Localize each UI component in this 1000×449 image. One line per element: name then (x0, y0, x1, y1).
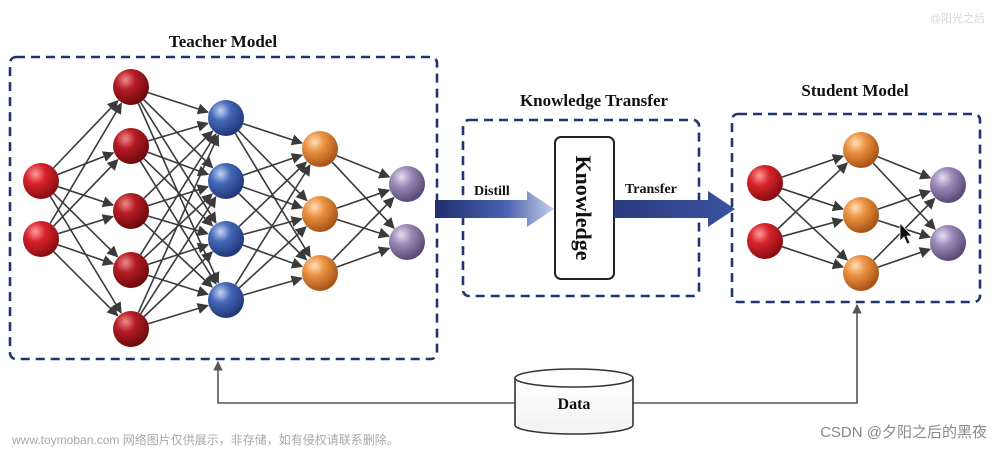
teacher-connection (332, 196, 395, 261)
student-neuron-layer3-1 (930, 167, 966, 203)
student-connection (777, 162, 849, 230)
distill-arrow (435, 191, 554, 227)
teacher-edges (49, 91, 395, 325)
teacher-neuron-layer4-2 (302, 196, 338, 232)
teacher-connection (243, 275, 303, 296)
teacher-neuron-layer5-1 (389, 166, 425, 202)
student-neuron-layer3-2 (930, 225, 966, 261)
teacher-connection (143, 130, 214, 199)
teacher-connection (242, 122, 304, 146)
teacher-connection (242, 186, 304, 210)
student-connection (782, 217, 844, 238)
teacher-connection (49, 102, 123, 224)
student-nodes (747, 132, 966, 291)
data-label: Data (558, 396, 591, 413)
teacher-connection (53, 251, 119, 317)
student-connection (781, 245, 845, 270)
student-connection (781, 154, 845, 178)
student-connection (781, 187, 845, 212)
teacher-nodes (23, 69, 425, 347)
data-to-student-line (633, 304, 862, 404)
teacher-neuron-layer2-1 (113, 69, 149, 105)
teacher-connection (234, 164, 311, 286)
teacher-neuron-layer5-2 (389, 224, 425, 260)
teacher-connection (147, 91, 210, 115)
teacher-neuron-layer2-2 (113, 128, 149, 164)
knowledge-label: Knowledge (571, 155, 596, 260)
teacher-connection (148, 120, 209, 142)
student-model-title: Student Model (801, 81, 908, 100)
knowledge-transfer-title: Knowledge Transfer (520, 91, 669, 110)
teacher-neuron-layer3-4 (208, 282, 244, 318)
teacher-connection (52, 158, 119, 227)
teacher-connection (336, 246, 391, 268)
teacher-connection (147, 303, 209, 325)
teacher-connection (242, 153, 304, 176)
student-neuron-layer2-2 (843, 197, 879, 233)
teacher-model-frame (8, 55, 439, 361)
student-connection (877, 155, 932, 180)
teacher-neuron-layer1-1 (23, 163, 59, 199)
teacher-neuron-layer2-5 (113, 311, 149, 347)
mouse-cursor-icon (899, 221, 913, 245)
teacher-connection (336, 154, 391, 179)
data-cylinder (514, 368, 634, 435)
teacher-neuron-layer3-2 (208, 163, 244, 199)
student-neuron-layer1-1 (747, 165, 783, 201)
distill-label: Distill (474, 184, 510, 199)
student-connection (877, 189, 932, 210)
teacher-connection (57, 214, 114, 235)
teacher-connection (137, 134, 220, 313)
teacher-connection (238, 161, 308, 228)
student-neuron-layer2-1 (843, 132, 879, 168)
teacher-connection (57, 185, 115, 208)
student-neuron-layer1-2 (747, 223, 783, 259)
data-to-teacher-line (213, 361, 515, 404)
teacher-connection (57, 244, 115, 266)
student-model-frame (730, 112, 982, 304)
teacher-connection (143, 251, 214, 318)
student-neuron-layer2-3 (843, 255, 879, 291)
teacher-connection (143, 158, 214, 227)
teacher-neuron-layer4-1 (302, 131, 338, 167)
teacher-connection (242, 244, 304, 269)
teacher-connection (139, 133, 217, 256)
student-connection (872, 162, 936, 230)
teacher-neuron-layer3-1 (208, 100, 244, 136)
teacher-model-title: Teacher Model (169, 32, 277, 51)
transfer-label: Transfer (625, 182, 677, 197)
teacher-neuron-layer4-3 (302, 255, 338, 291)
watermark-left: www.toymoban.com 网络图片仅供展示，非存储，如有侵权请联系删除。 (11, 432, 399, 447)
teacher-connection (331, 161, 395, 229)
teacher-neuron-layer3-3 (208, 221, 244, 257)
teacher-connection (147, 151, 210, 177)
student-edges (777, 154, 936, 270)
teacher-neuron-layer1-2 (23, 221, 59, 257)
student-connection (877, 247, 932, 268)
teacher-connection (336, 188, 391, 209)
watermark-right: CSDN @夕阳之后的黑夜 (820, 424, 987, 441)
teacher-connection (52, 99, 119, 169)
teacher-neuron-layer2-4 (113, 252, 149, 288)
watermark-top-right: @阳光之后 (930, 11, 985, 25)
teacher-neuron-layer2-3 (113, 193, 149, 229)
teacher-connection (143, 99, 214, 169)
teacher-connection (238, 226, 307, 289)
transfer-arrow (614, 191, 735, 227)
teacher-connection (140, 196, 217, 315)
